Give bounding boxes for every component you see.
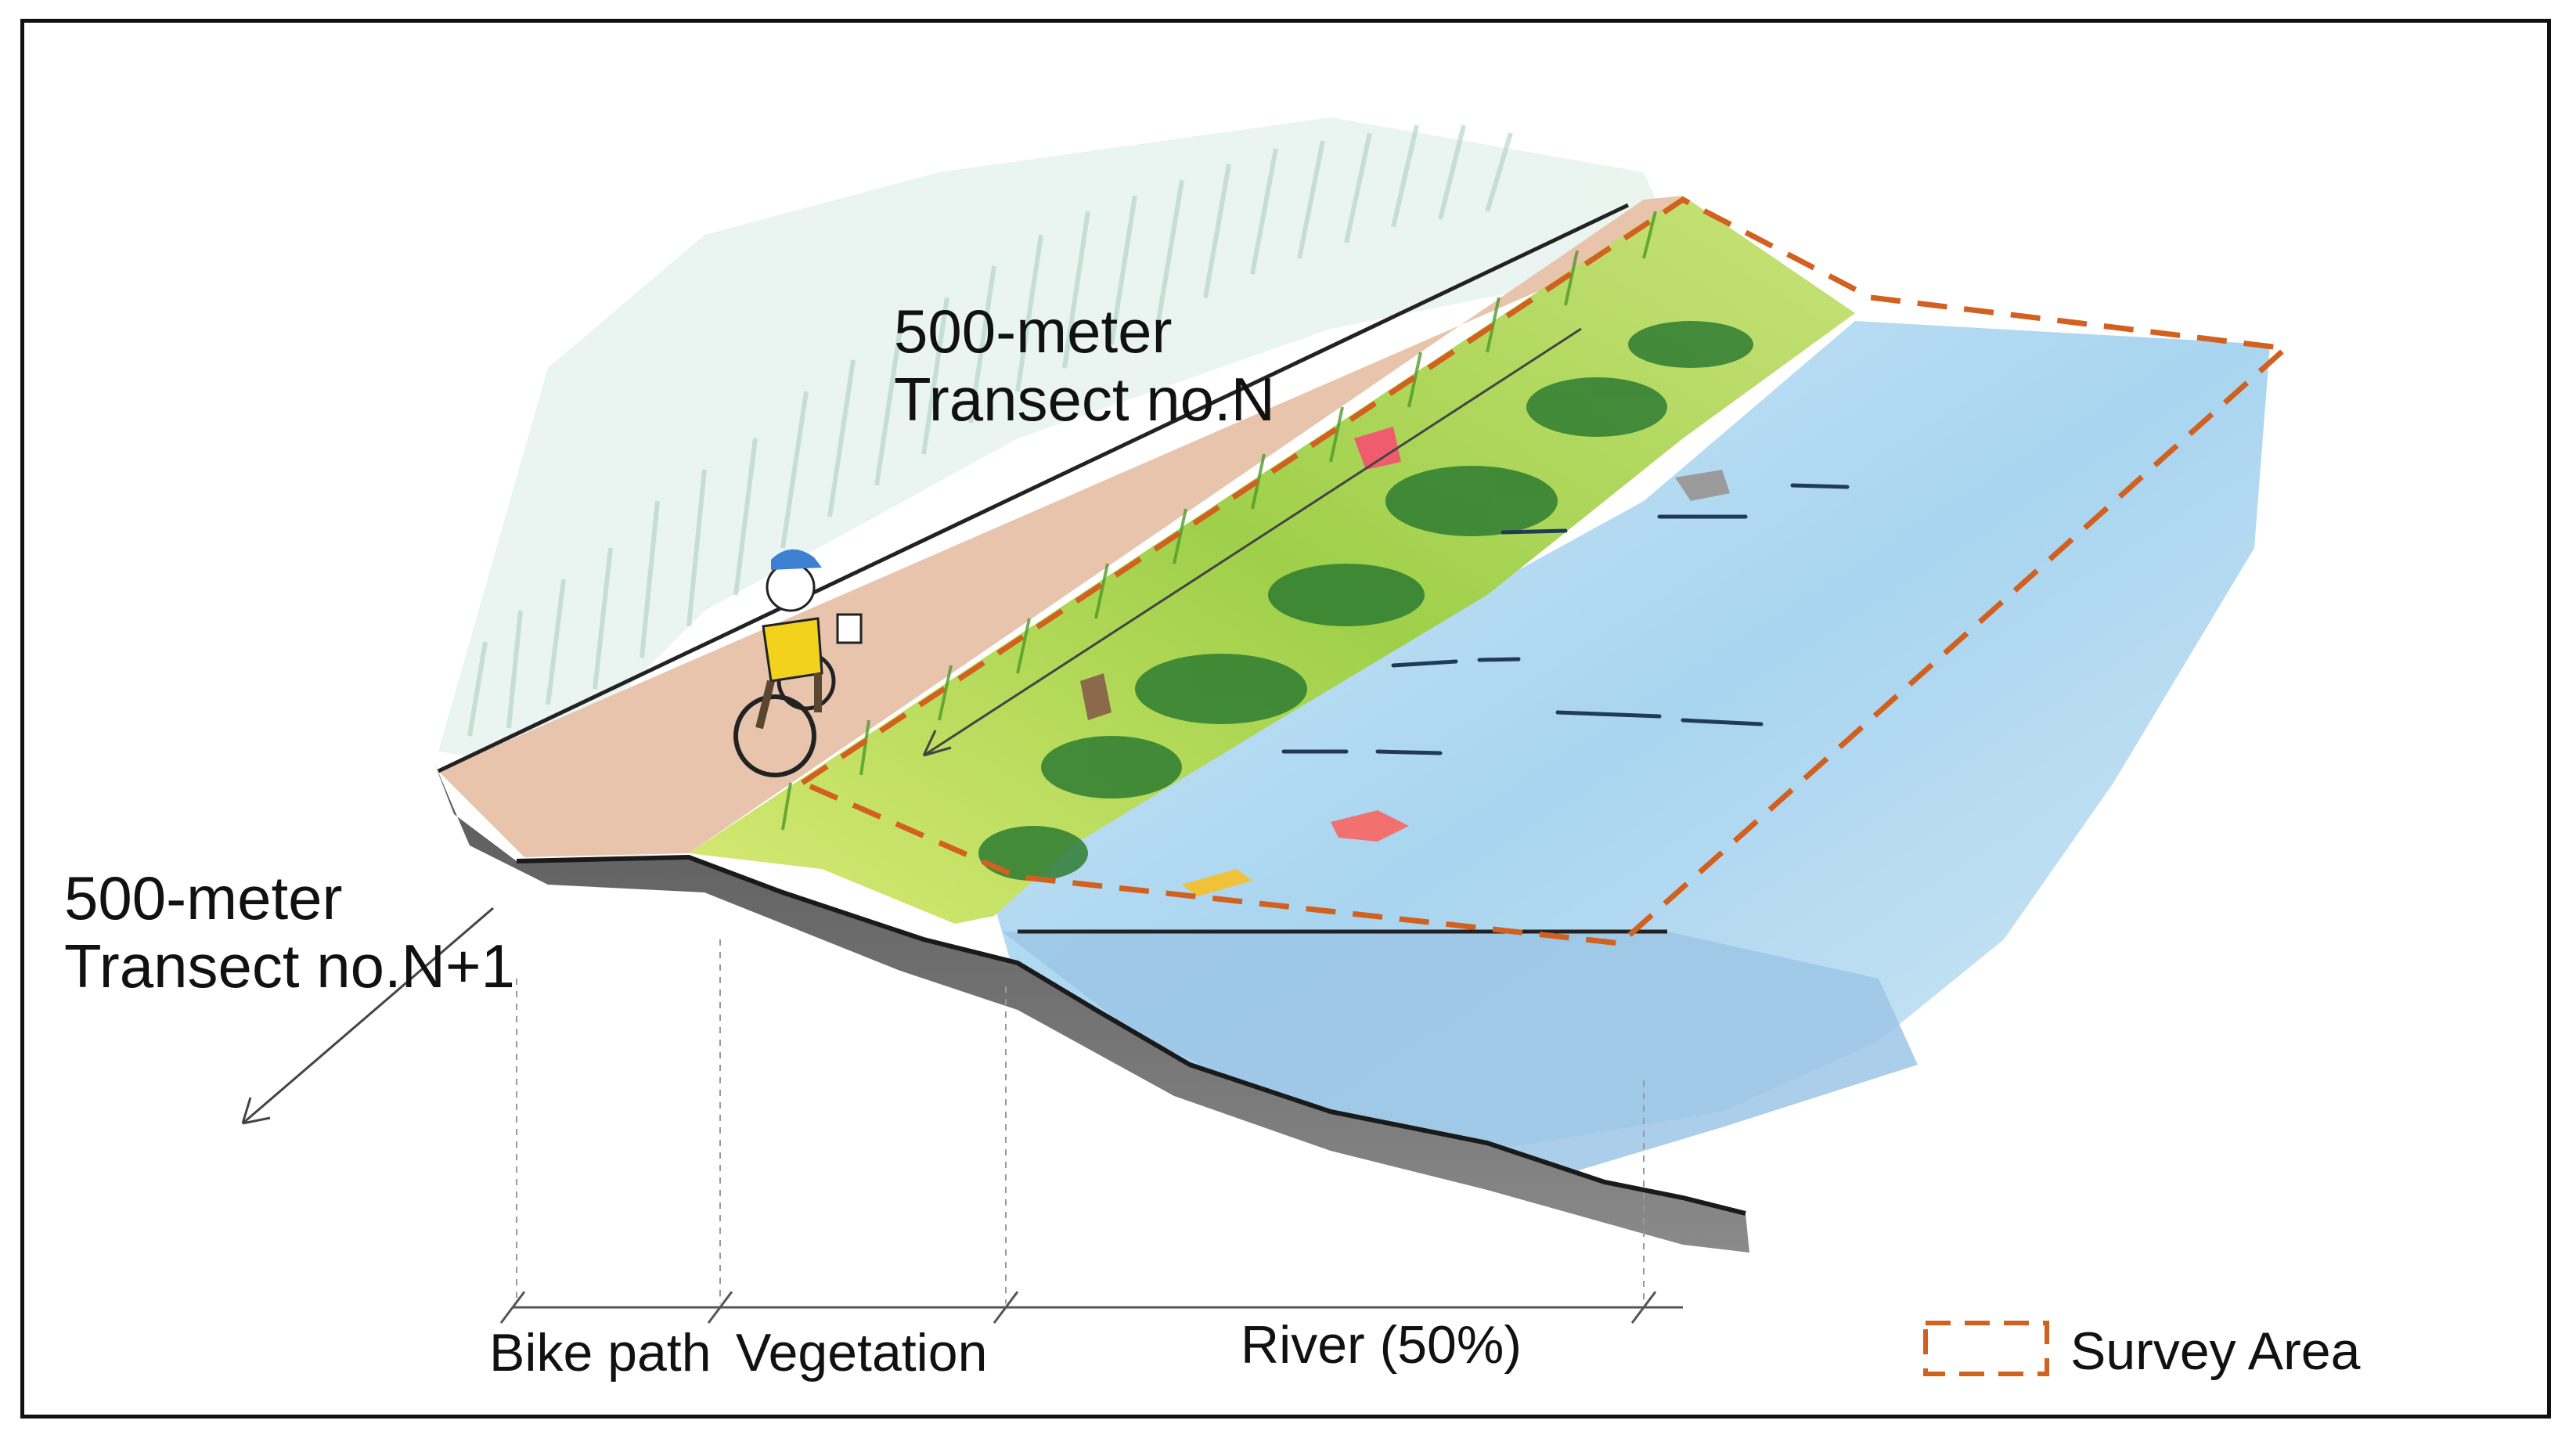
survey-area-outline [796, 196, 2293, 946]
vegetation-label: Vegetation [736, 1323, 988, 1383]
vegetation-strip [689, 196, 1855, 924]
transect-n-arrow [922, 327, 1582, 757]
riparian-bushes [978, 321, 1753, 881]
transect-n1-label: 500-meter Transect no.N+1 [64, 863, 515, 1001]
legend-survey-area-label: Survey Area [2070, 1321, 2361, 1381]
transect-n1-line1: 500-meter [64, 863, 343, 932]
section-divider-lines [516, 939, 1645, 1303]
person-on-bicycle-icon [733, 549, 863, 777]
background-grass [438, 117, 1683, 767]
river-underwater [1002, 932, 1918, 1174]
plastic-litter-icon [1080, 427, 1730, 896]
transect-n-line1: 500-meter [894, 297, 1173, 366]
figure-border [20, 19, 2551, 1419]
transect-n1-line2: Transect no.N+1 [64, 932, 515, 1001]
bike-path [438, 196, 1683, 857]
transect-n-line2: Transect no.N [894, 365, 1275, 434]
transect-n-label: 500-meter Transect no.N [894, 297, 1275, 434]
river-ripples [1281, 483, 1850, 755]
legend-survey-area-swatch [1923, 1321, 2049, 1376]
river-label: River (50%) [1241, 1315, 1522, 1375]
bike-path-label: Bike path [489, 1323, 712, 1383]
section-dimension-line [499, 1291, 1683, 1324]
transect-n1-arrow [241, 907, 494, 1125]
